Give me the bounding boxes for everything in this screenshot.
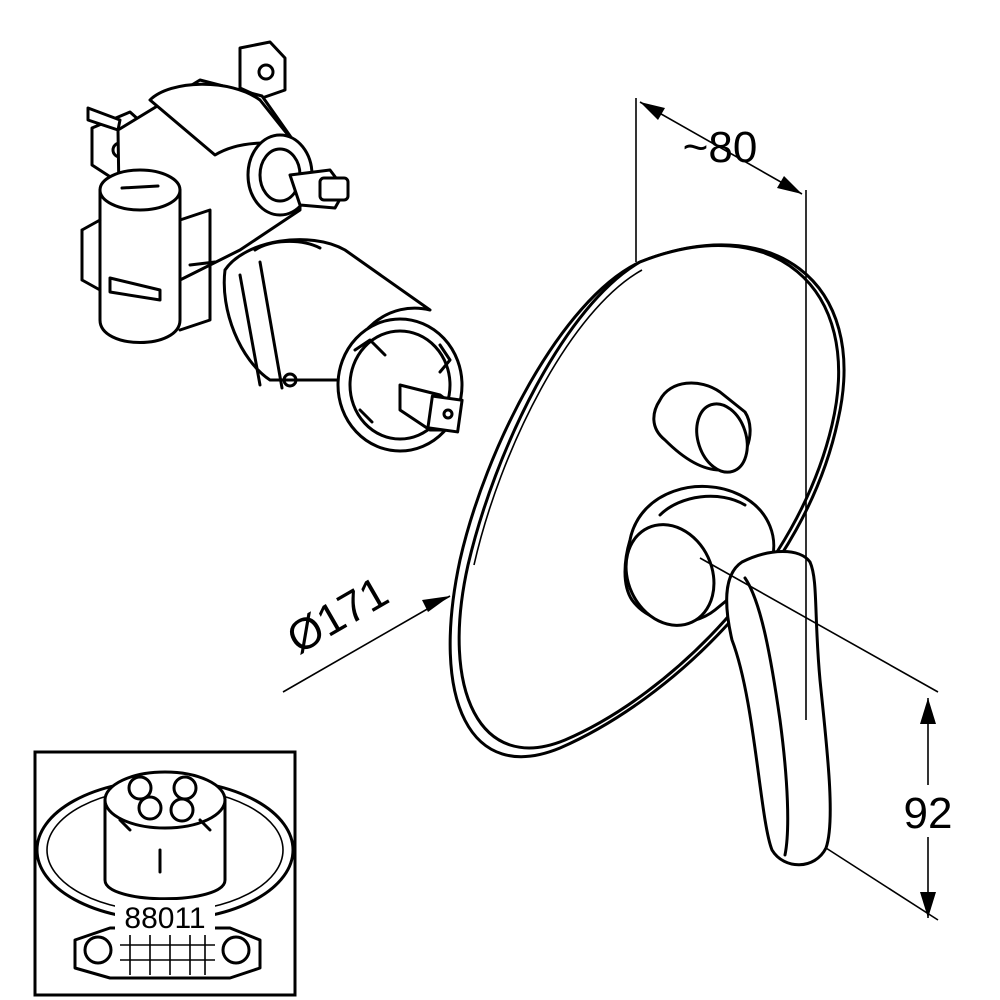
dimension-diameter: Ø171: [279, 567, 451, 693]
diameter-label: Ø171: [279, 567, 397, 663]
depth-label: ~80: [683, 123, 758, 172]
mixer-escutcheon: [448, 243, 846, 867]
inset-box: 88011: [33, 750, 297, 997]
dimension-lever-height: 92: [699, 557, 962, 921]
dimension-depth: ~80: [635, 98, 807, 720]
concealed-valve-body: [80, 40, 464, 453]
lever-height-label: 92: [904, 789, 953, 838]
diverter-knob: [652, 381, 752, 474]
part-number-label: 88011: [124, 902, 205, 935]
lever-handle: [725, 550, 832, 867]
